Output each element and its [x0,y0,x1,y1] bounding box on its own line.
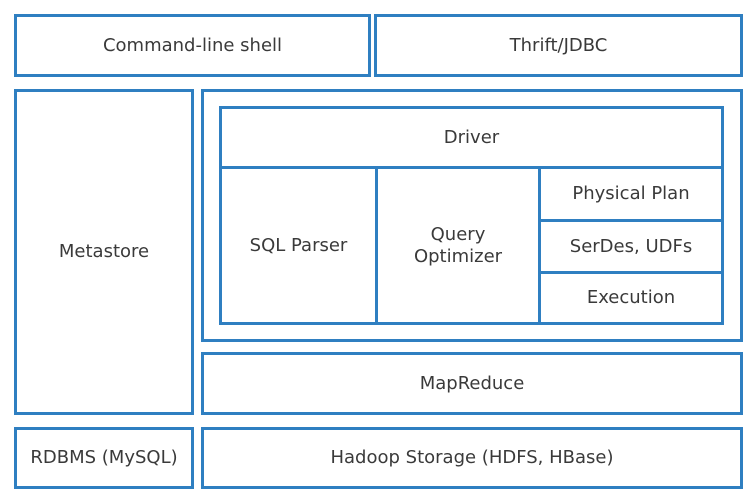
query-optimizer-label-line1: Query [430,223,486,245]
thrift-jdbc-box: Thrift/JDBC [374,14,743,77]
driver-box: Driver [219,106,724,169]
query-optimizer-label-line2: Optimizer [413,245,503,267]
query-optimizer-box: Query Optimizer [375,166,541,325]
physical-plan-label: Physical Plan [572,183,690,204]
driver-label: Driver [443,126,500,148]
mapreduce-box: MapReduce [201,352,743,415]
rdbms-box: RDBMS (MySQL) [14,427,194,489]
rdbms-label: RDBMS (MySQL) [30,447,178,468]
physical-plan-box: Physical Plan [538,166,724,222]
sql-parser-label: SQL Parser [249,234,348,256]
metastore-label: Metastore [58,241,150,262]
execution-label: Execution [586,287,676,308]
mapreduce-label: MapReduce [419,372,525,394]
command-line-shell-label: Command-line shell [102,34,283,56]
hadoop-storage-label: Hadoop Storage (HDFS, HBase) [330,447,614,468]
serdes-udfs-box: SerDes, UDFs [538,219,724,274]
execution-box: Execution [538,271,724,325]
metastore-box: Metastore [14,89,194,415]
thrift-jdbc-label: Thrift/JDBC [509,34,608,56]
command-line-shell-box: Command-line shell [14,14,371,77]
serdes-udfs-label: SerDes, UDFs [569,235,693,257]
sql-parser-box: SQL Parser [219,166,378,325]
hadoop-storage-box: Hadoop Storage (HDFS, HBase) [201,427,743,489]
